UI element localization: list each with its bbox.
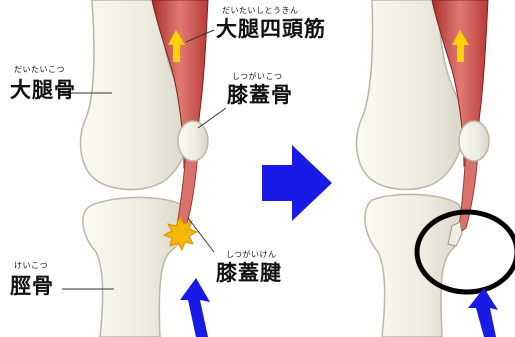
quadriceps-label: 大腿四頭筋 <box>216 19 326 40</box>
tibia-reading: けいこつ <box>14 262 48 270</box>
patella-leader <box>198 108 226 128</box>
quadriceps-reading: だいたいしとうきん <box>222 7 299 15</box>
right-knee <box>357 0 515 337</box>
tendon-label: 膝蓋腱 <box>216 263 282 284</box>
left-patella <box>178 121 208 161</box>
right-force-arrow <box>468 288 498 337</box>
right-patellar-tendon <box>458 152 478 234</box>
left-tibia <box>83 197 186 337</box>
tendon-reading: しつがいけん <box>226 251 277 259</box>
right-patella <box>459 121 489 161</box>
femur-label: 大腿骨 <box>10 80 76 101</box>
femur-reading: だいたいこつ <box>14 66 65 74</box>
left-knee <box>81 0 210 337</box>
transition-arrow <box>262 145 332 221</box>
patella-reading: しつがいこつ <box>232 73 283 81</box>
left-force-arrow <box>180 278 210 337</box>
patella-label: 膝蓋骨 <box>227 85 293 106</box>
tibia-label: 脛骨 <box>10 276 54 297</box>
